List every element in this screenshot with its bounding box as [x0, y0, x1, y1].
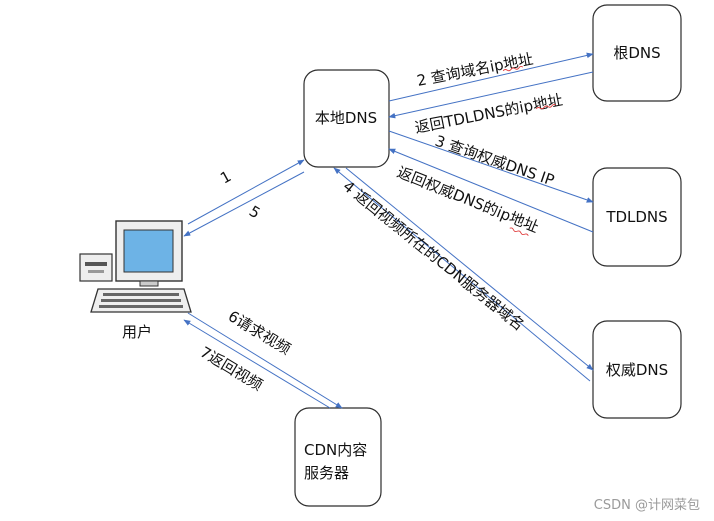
node-user-label: 用户 [122, 323, 152, 341]
arrow-user-to-local [187, 159, 305, 225]
node-local-dns: 本地DNS [303, 69, 390, 168]
node-tld-dns: TDLDNS [592, 167, 682, 267]
arrow-query-auth [388, 130, 594, 203]
watermark: CSDN @计网菜包 [594, 498, 700, 513]
node-cdn-label-line2: 服务器 [304, 464, 349, 482]
arrow-query-root [388, 52, 594, 102]
label-query-root: 2 查询域名ip地址 [415, 50, 534, 90]
node-auth-dns-label: 权威DNS [606, 361, 668, 379]
label-step-1: 1 [217, 167, 234, 187]
node-root-dns-label: 根DNS [613, 44, 660, 62]
spellcheck-squiggle [509, 227, 529, 236]
label-query-auth: 3 查询权威DNS IP [433, 132, 557, 190]
arrow-user-to-cdn [187, 312, 343, 409]
arrow-local-to-auth [345, 167, 594, 371]
label-return-tld-ip: 返回TDLDNS的ip地址 [413, 91, 564, 137]
arrow-auth-to-local [333, 167, 591, 382]
node-tld-dns-label: TDLDNS [605, 208, 667, 226]
node-cdn-label-line1: CDN内容 [304, 441, 367, 459]
label-step-5: 5 [246, 202, 263, 222]
arrow-cdn-to-user [183, 319, 331, 409]
spellcheck-squiggle [535, 104, 557, 110]
spellcheck-squiggle [502, 66, 524, 72]
arrow-return-tld-ip [388, 71, 594, 119]
arrow-return-auth-ip [388, 148, 594, 233]
arrow-local-to-user [183, 171, 305, 237]
node-auth-dns: 权威DNS [592, 320, 682, 419]
label-return-video: 7返回视频 [197, 343, 266, 394]
node-root-dns: 根DNS [592, 4, 682, 102]
computer-icon [79, 220, 192, 313]
label-return-cdn-domain: 4 返回视频所在的CDN服务器域名 [339, 177, 527, 334]
node-cdn-server: CDN内容 服务器 [294, 407, 382, 507]
node-local-dns-label: 本地DNS [315, 109, 377, 127]
